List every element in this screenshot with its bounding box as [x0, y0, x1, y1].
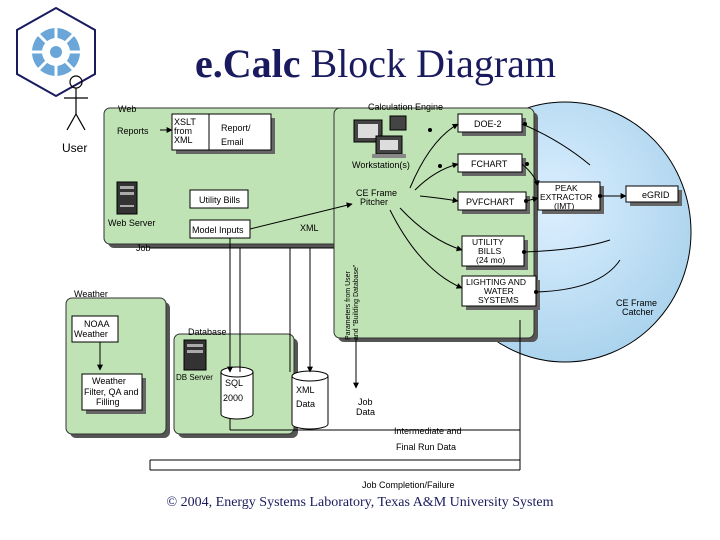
weather-filter-box: Weather Filter, QA and Filling — [81, 373, 146, 414]
intermediate-line-1: Intermediate and — [394, 426, 462, 436]
job-data-line-1: Job — [358, 397, 373, 407]
utility-bills-line-2: BILLS — [478, 246, 501, 256]
title-rest: Block Diagram — [300, 41, 557, 86]
sql-line-1: SQL — [225, 378, 243, 388]
lighting-line-2: WATER — [484, 286, 514, 296]
xslt-line-1: XSLT — [174, 117, 196, 127]
utility-bills-line-3: (24 mo) — [476, 255, 505, 265]
intermediate-line-2: Final Run Data — [396, 442, 456, 452]
web-server-icon — [116, 181, 138, 215]
report-email-box: Report/ Email — [208, 113, 275, 154]
pitcher-line-2: Pitcher — [360, 197, 388, 207]
weather-label: Weather — [74, 289, 108, 299]
model-inputs-label: Model Inputs — [192, 225, 244, 235]
catcher-line-2: Catcher — [622, 307, 654, 317]
job-completion-label: Job Completion/Failure — [362, 480, 455, 490]
user-figure — [64, 75, 88, 131]
job-label: Job — [136, 243, 151, 253]
sql-line-2: 2000 — [223, 393, 243, 403]
pitcher-line-1: CE Frame — [356, 188, 397, 198]
lighting-water-box: LIGHTING AND WATER SYSTEMS — [461, 275, 540, 310]
filter-line-2: Filter, QA and — [84, 387, 139, 397]
web-panel — [103, 107, 358, 248]
doe2-label: DOE-2 — [474, 119, 502, 129]
esl-logo — [16, 6, 96, 98]
report-email-line-2: Email — [221, 137, 244, 147]
xslt-line-3: XML — [174, 135, 193, 145]
peak-line-3: (IMT) — [554, 201, 574, 211]
peak-line-2: EXTRACTOR — [540, 192, 592, 202]
job-data-line-2: Data — [356, 407, 375, 417]
parameters-label: Parameters from User and "Building Datab… — [345, 264, 360, 340]
peak-line-1: PEAK — [555, 183, 578, 193]
noaa-weather-box: NOAA Weather — [71, 315, 119, 343]
model-inputs-form: Model Inputs — [189, 219, 251, 239]
workstations-label: Workstation(s) — [352, 160, 410, 170]
utility-bills-line-1: UTILITY — [472, 237, 504, 247]
parameters-line-1: Parameters from User — [345, 270, 352, 340]
filter-line-3: Filling — [96, 397, 120, 407]
reports-label: Reports — [117, 126, 149, 136]
xslt-line-2: from — [174, 126, 192, 136]
pvfchart-box: PVFCHART — [457, 191, 530, 214]
noaa-line-2: Weather — [74, 329, 108, 339]
fchart-box: FCHART — [457, 153, 526, 176]
peak-extractor-box: PEAK EXTRACTOR (IMT) — [537, 181, 604, 214]
catcher-line-1: CE Frame — [616, 298, 657, 308]
utility-bills-form: Utility Bills — [189, 189, 249, 209]
title-bold: e.Calc — [195, 41, 301, 86]
workstation-icon — [353, 115, 407, 158]
egrid-box: eGRID — [625, 185, 682, 206]
xml-data-cylinder: XML Data — [291, 370, 329, 430]
calc-engine-label: Calculation Engine — [368, 102, 443, 112]
xml-data-line-1: XML — [296, 385, 315, 395]
pvfchart-label: PVFCHART — [466, 197, 515, 207]
egrid-label: eGRID — [642, 190, 670, 200]
database-label: Database — [188, 327, 227, 337]
user-label: User — [62, 141, 87, 155]
noaa-line-1: NOAA — [84, 319, 110, 329]
sql2000-cylinder: SQL 2000 — [220, 366, 254, 420]
web-label: Web — [118, 104, 136, 114]
utility-bills-engine-box: UTILITY BILLS (24 mo) — [461, 235, 528, 270]
filter-line-1: Weather — [92, 376, 126, 386]
lighting-line-3: SYSTEMS — [478, 295, 519, 305]
parameters-line-2: and "Building Database" — [353, 264, 360, 340]
flow-lines — [149, 238, 521, 471]
xml-label: XML — [300, 223, 319, 233]
copyright-footer: © 2004, Energy Systems Laboratory, Texas… — [166, 495, 554, 510]
report-email-line-1: Report/ — [221, 123, 251, 133]
xml-data-line-2: Data — [296, 399, 315, 409]
fchart-label: FCHART — [471, 159, 508, 169]
diagram-title: e.Calc Block Diagram — [195, 40, 556, 87]
db-server-label: DB Server — [176, 373, 213, 382]
web-server-label: Web Server — [108, 218, 155, 228]
doe2-box: DOE-2 — [457, 113, 526, 136]
db-server-icon — [183, 339, 207, 371]
utility-bills-form-label: Utility Bills — [199, 195, 241, 205]
connector-dots — [428, 122, 602, 294]
pitcher-arrows — [389, 123, 621, 293]
lighting-line-1: LIGHTING AND — [466, 277, 526, 287]
